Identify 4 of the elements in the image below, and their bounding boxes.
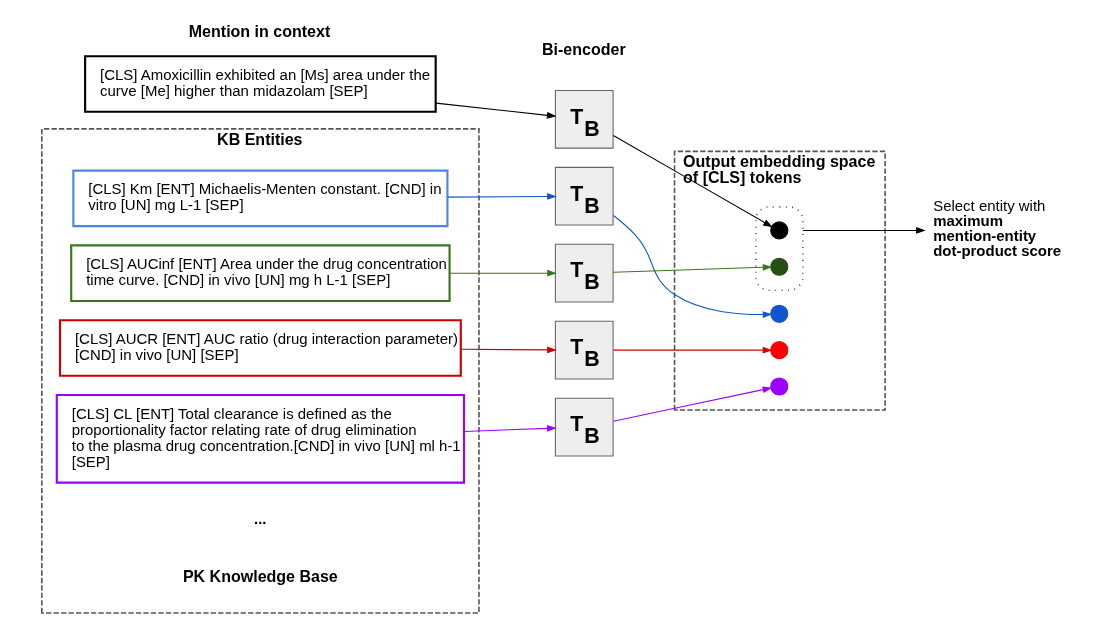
label: ... [253, 510, 267, 528]
node-text: Select entity with maximum mention-entity dot-product score [933, 197, 1062, 260]
label: Bi-encoder [542, 39, 626, 58]
node-label: Mention in context [188, 21, 331, 40]
